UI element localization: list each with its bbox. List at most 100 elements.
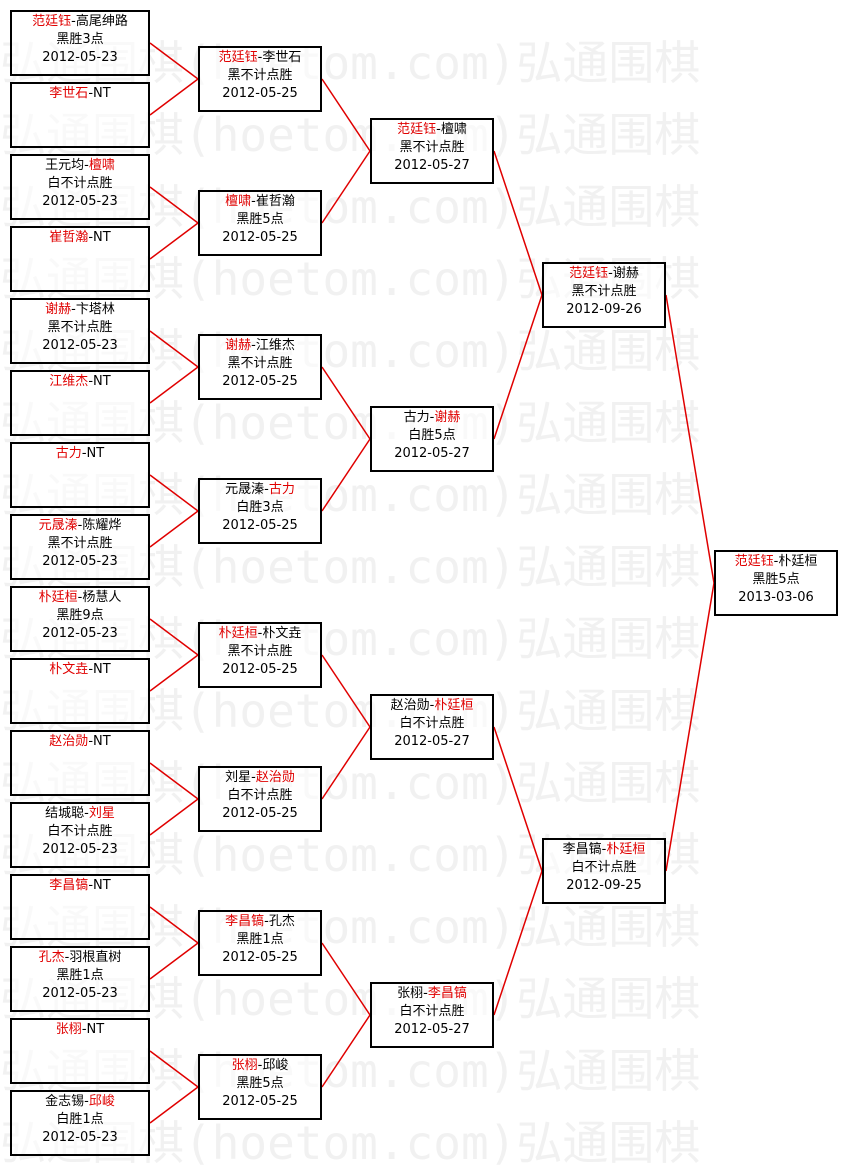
- bracket-connector: [321, 1014, 371, 1088]
- player-1: 结城聪: [45, 806, 85, 821]
- vs-dash: -: [251, 194, 256, 209]
- match-date: 2013-03-06: [738, 590, 814, 605]
- bracket-connector: [493, 870, 543, 1016]
- player-1: 谢赫: [225, 338, 252, 353]
- player-1: 刘星: [225, 770, 252, 785]
- vs-dash: -: [436, 122, 441, 137]
- vs-dash: -: [77, 590, 83, 605]
- player-1: 谢赫: [45, 302, 72, 317]
- player-2: 羽根直树: [69, 950, 122, 965]
- vs-dash: -: [84, 1094, 89, 1109]
- vs-dash: -: [423, 986, 428, 1001]
- vs-dash: -: [64, 950, 70, 965]
- bracket-connector: [321, 150, 371, 224]
- player-2: NT: [93, 878, 111, 893]
- bracket-connector: [321, 726, 371, 800]
- match-players: 元晟溱-陈耀烨: [12, 517, 148, 535]
- player-1: 张栩: [397, 986, 424, 1001]
- bracket-connector: [493, 726, 543, 872]
- player-2: NT: [86, 1022, 105, 1037]
- match-date: 2012-05-23: [42, 986, 118, 1001]
- vs-dash: -: [608, 266, 613, 281]
- match-players: 赵治勋-NT: [12, 733, 148, 751]
- player-2: 刘星: [88, 806, 115, 821]
- vs-dash: -: [601, 842, 607, 857]
- player-1: 范廷钰: [734, 554, 774, 569]
- match-players: 谢赫-江维杰: [200, 337, 320, 355]
- player-2: 邱峻: [88, 1094, 115, 1109]
- player-2: 卞塔林: [75, 302, 115, 317]
- player-1: 元晟溱: [225, 482, 265, 497]
- bracket-connector: [321, 654, 371, 728]
- match-box: 赵治勋-NT: [10, 730, 150, 796]
- bracket-connector: [321, 366, 371, 440]
- match-result: 白胜3点: [236, 500, 284, 515]
- player-2: 古力: [268, 482, 295, 497]
- match-players: 范廷钰-檀啸: [372, 121, 492, 139]
- vs-dash: -: [81, 446, 87, 461]
- match-players: 元晟溱-古力: [200, 481, 320, 499]
- bracket-connector: [321, 78, 371, 152]
- player-2: 赵治勋: [255, 770, 295, 785]
- match-date: 2012-05-25: [222, 230, 298, 245]
- match-players: 金志锡-邱峻: [12, 1093, 148, 1111]
- match-date: 2012-05-23: [42, 338, 118, 353]
- match-players: 崔哲瀚-NT: [12, 229, 148, 247]
- match-box: 朴文垚-NT: [10, 658, 150, 724]
- match-date: 2012-09-26: [566, 302, 642, 317]
- match-result: 白不计点胜: [47, 176, 113, 191]
- bracket-connector: [665, 582, 715, 872]
- player-2: 朴廷桓: [606, 842, 646, 857]
- vs-dash: -: [264, 482, 269, 497]
- match-date: 2012-09-25: [566, 878, 642, 893]
- match-date: 2012-05-25: [222, 806, 298, 821]
- vs-dash: -: [84, 158, 89, 173]
- bracket-connector: [493, 294, 543, 440]
- player-2: 朴廷桓: [434, 698, 474, 713]
- player-2: 檀啸: [440, 122, 467, 137]
- match-result: 黑胜5点: [236, 212, 284, 227]
- bracket-connector: [149, 942, 199, 980]
- bracket-connector: [149, 42, 199, 80]
- bracket-connector: [321, 438, 371, 512]
- match-date: 2012-05-27: [394, 158, 470, 173]
- player-1: 孔杰: [38, 950, 65, 965]
- match-date: 2012-05-25: [222, 1094, 298, 1109]
- match-players: 李昌镐-孔杰: [200, 913, 320, 931]
- match-date: 2012-05-25: [222, 86, 298, 101]
- player-1: 李昌镐: [225, 914, 265, 929]
- player-1: 檀啸: [225, 194, 252, 209]
- match-players: 王元均-檀啸: [12, 157, 148, 175]
- bracket-connector: [149, 618, 199, 656]
- player-2: NT: [93, 230, 111, 245]
- match-box: 张栩-NT: [10, 1018, 150, 1084]
- player-2: NT: [86, 446, 105, 461]
- match-result: 白不计点胜: [571, 860, 637, 875]
- player-2: 李世石: [262, 50, 302, 65]
- match-players: 朴廷桓-杨慧人: [12, 589, 148, 607]
- vs-dash: -: [77, 518, 83, 533]
- match-result: 黑不计点胜: [47, 320, 113, 335]
- vs-dash: -: [264, 914, 269, 929]
- match-players: 张栩-邱峻: [200, 1057, 320, 1075]
- bracket-connector: [149, 654, 199, 692]
- match-players: 江维杰-NT: [12, 373, 148, 391]
- vs-dash: -: [84, 806, 89, 821]
- vs-dash: -: [773, 554, 779, 569]
- bracket-connector: [321, 942, 371, 1016]
- player-2: NT: [93, 374, 111, 389]
- match-result: 黑胜5点: [752, 572, 800, 587]
- player-2: 李昌镐: [427, 986, 467, 1001]
- vs-dash: -: [257, 626, 263, 641]
- player-1: 李昌镐: [49, 878, 89, 893]
- player-1: 赵治勋: [390, 698, 430, 713]
